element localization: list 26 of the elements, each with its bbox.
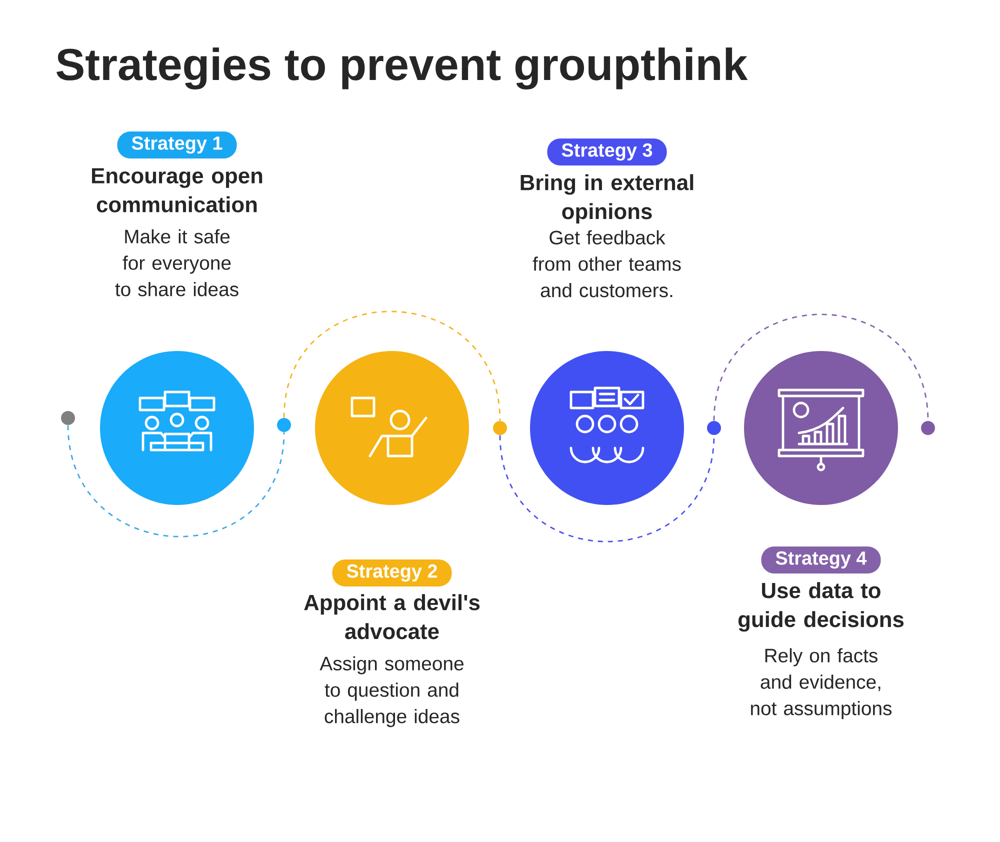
strategy-circle [315, 351, 469, 505]
strategy-description: Make it safe for everyone to share ideas [115, 229, 238, 296]
strategy-circle [744, 351, 898, 505]
strategy-description: Get feedback from other teams and customers. [532, 230, 681, 298]
timeline-dot [707, 421, 721, 435]
strategy-circle [100, 351, 254, 505]
timeline-dot [277, 418, 291, 432]
strategy-description: Assign someone to question and challenge ideas [320, 656, 464, 728]
strategy-heading: Appoint a devil's advocate [304, 594, 480, 640]
timeline-dot [921, 421, 935, 435]
dashed-connector [499, 435, 715, 542]
strategy-heading: Bring in external opinions [520, 174, 694, 224]
dashed-connector [713, 314, 929, 421]
strategy-badge: Strategy 3 [547, 138, 667, 166]
strategy-badge: Strategy 1 [117, 132, 237, 158]
strategy-heading: Encourage open communication [92, 168, 262, 212]
title: Strategies to prevent groupthink [56, 48, 748, 90]
timeline-dot [493, 421, 507, 435]
timeline-dot [61, 411, 75, 425]
strategy-circle [530, 351, 684, 505]
dashed-connector [67, 425, 285, 538]
strategy-heading: Use data to guide decisions [738, 582, 904, 632]
strategy-description: Rely on facts and evidence, not assumptions [751, 648, 892, 720]
strategy-badge: Strategy 4 [761, 546, 881, 574]
strategy-badge: Strategy 2 [332, 560, 452, 586]
dashed-connector [283, 310, 501, 421]
